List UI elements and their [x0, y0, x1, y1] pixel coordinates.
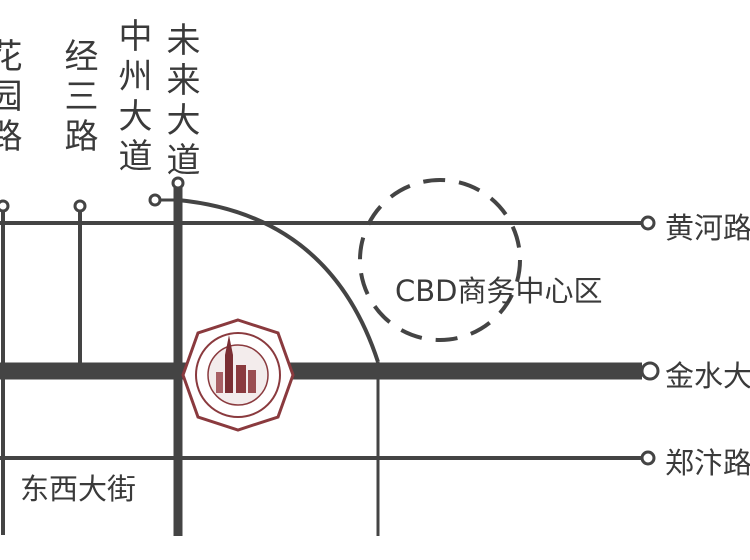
road-curve	[177, 198, 380, 363]
cbd-label: CBD商务中心区	[395, 274, 603, 308]
street-label-dongxi: 东西大街	[20, 472, 137, 506]
road-end-marker	[148, 193, 162, 207]
road-end-marker	[0, 199, 10, 213]
road-label-zhongzhou: 中州大道	[112, 18, 152, 178]
road-label-jingsan: 经三路	[58, 38, 98, 158]
road-label-huayuan: 花园路	[0, 38, 22, 158]
road-label-jinshui: 金水大	[665, 359, 750, 393]
road-end-marker	[171, 176, 185, 190]
project-logo	[181, 318, 295, 432]
road-label-weilai: 未来大道	[160, 22, 200, 182]
road-end-marker	[73, 199, 87, 213]
road-end-marker	[640, 215, 656, 231]
road-label-zhengbian: 郑汴路	[665, 446, 750, 480]
road-end-marker	[640, 361, 660, 381]
road-label-huanghe: 黄河路	[665, 211, 750, 245]
road-end-marker	[640, 450, 656, 466]
district-boundary	[358, 178, 522, 342]
